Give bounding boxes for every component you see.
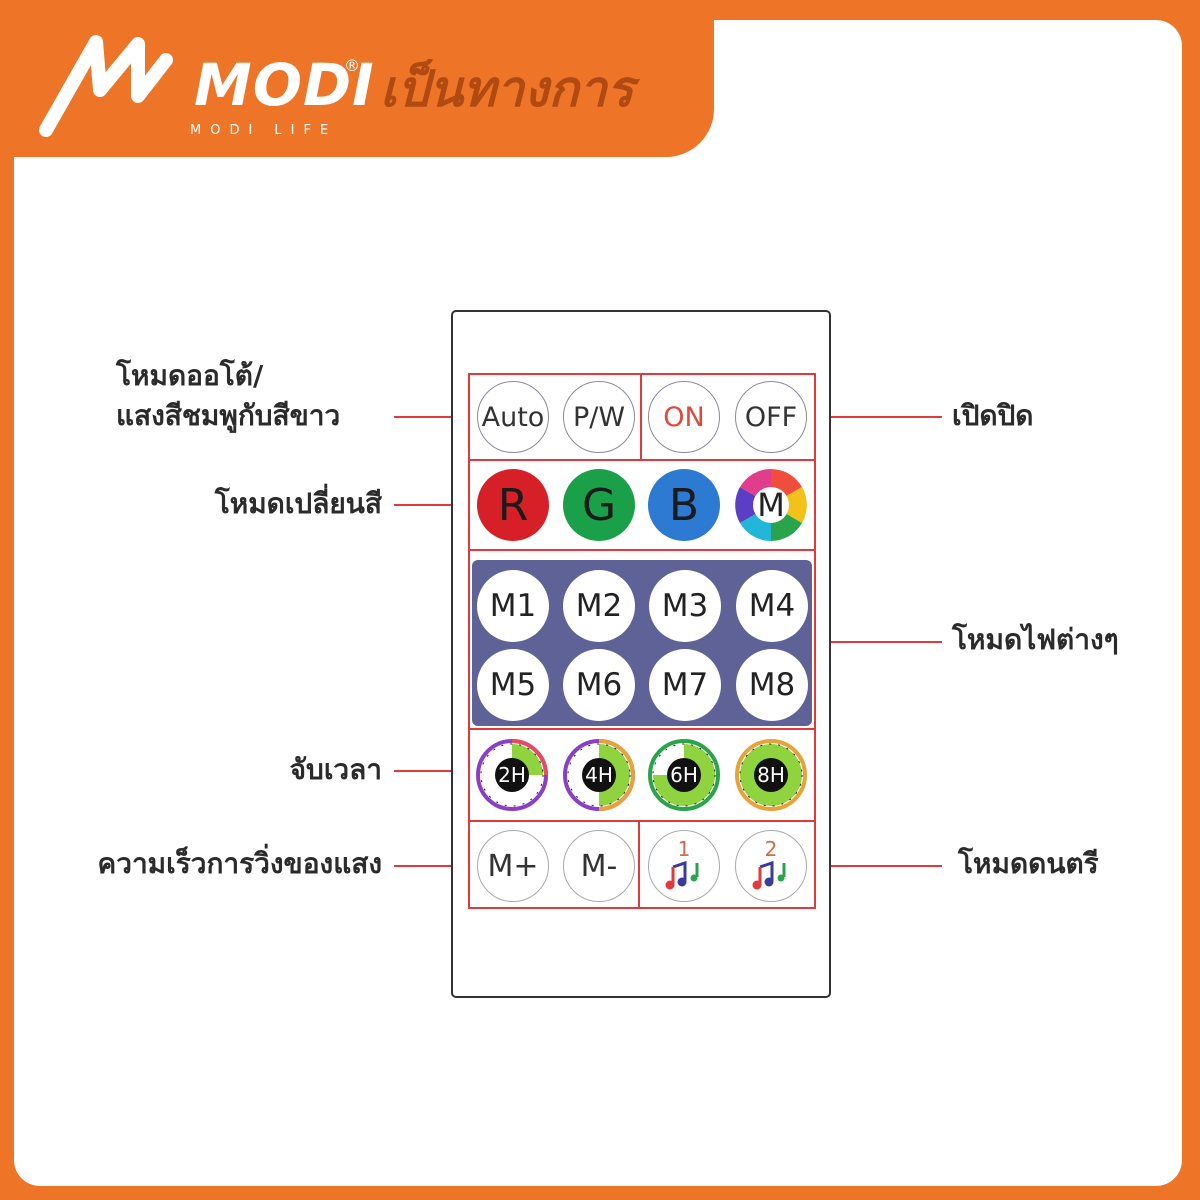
- blue-button[interactable]: B: [648, 469, 720, 541]
- leader-speed: [394, 865, 470, 867]
- modi-logo-icon: [39, 35, 173, 137]
- music-note-icon: [665, 860, 699, 890]
- leader-modes: [814, 641, 942, 643]
- timer-8h-label: 8H: [754, 758, 788, 792]
- mode-m7-button[interactable]: M7: [649, 649, 721, 721]
- music-2-label: 2: [764, 837, 778, 861]
- music-1-label: 1: [677, 837, 691, 861]
- on-button[interactable]: ON: [648, 381, 720, 453]
- speed-up-button[interactable]: M+: [477, 830, 549, 902]
- registered-mark: ®: [344, 56, 360, 75]
- label-light-modes: โหมดไฟต่างๆ: [952, 623, 1119, 656]
- mode-m8-button[interactable]: M8: [736, 649, 808, 721]
- label-color-mode: โหมดเปลี่ยนสี: [214, 487, 382, 520]
- off-button[interactable]: OFF: [735, 381, 807, 453]
- label-power: เปิดปิด: [952, 399, 1034, 432]
- mode-m1-button[interactable]: M1: [477, 570, 549, 642]
- mode-m2-button[interactable]: M2: [563, 570, 635, 642]
- leader-power: [814, 416, 942, 418]
- label-auto-line2: แสงสีชมพูกับสีขาว: [116, 399, 341, 432]
- tagline: เป็นทางการ: [380, 60, 634, 118]
- leader-music: [814, 865, 942, 867]
- leader-timer: [394, 770, 470, 772]
- timer-4h-label: 4H: [582, 758, 616, 792]
- label-auto-line1: โหมดออโต้/: [116, 359, 264, 392]
- music-1-button[interactable]: 1: [648, 830, 720, 902]
- brand-name: MODI: [194, 51, 375, 119]
- label-speed: ความเร็วการวิ่งของแสง: [97, 847, 382, 880]
- pw-button[interactable]: P/W: [563, 381, 635, 453]
- leader-color: [394, 504, 470, 506]
- mode-m6-button[interactable]: M6: [563, 649, 635, 721]
- timer-4h-button[interactable]: 4H: [563, 739, 635, 811]
- auto-button[interactable]: Auto: [477, 381, 549, 453]
- mode-m4-button[interactable]: M4: [736, 570, 808, 642]
- timer-6h-button[interactable]: 6H: [648, 739, 720, 811]
- label-timer: จับเวลา: [289, 753, 382, 786]
- music-2-button[interactable]: 2: [735, 830, 807, 902]
- timer-6h-label: 6H: [667, 758, 701, 792]
- label-music-mode: โหมดดนตรี: [958, 847, 1099, 880]
- timer-2h-button[interactable]: 2H: [476, 739, 548, 811]
- red-button[interactable]: R: [477, 469, 549, 541]
- music-note-icon: [752, 860, 786, 890]
- brand-subtitle: MODI LIFE: [190, 123, 338, 138]
- speed-down-button[interactable]: M-: [563, 830, 635, 902]
- leader-auto: [394, 416, 470, 418]
- green-button[interactable]: G: [563, 469, 635, 541]
- timer-8h-button[interactable]: 8H: [735, 739, 807, 811]
- multicolor-label: M: [757, 486, 785, 524]
- mode-m3-button[interactable]: M3: [649, 570, 721, 642]
- mode-m5-button[interactable]: M5: [477, 649, 549, 721]
- multicolor-button[interactable]: M: [735, 469, 807, 541]
- timer-2h-label: 2H: [495, 758, 529, 792]
- color-wheel-icon: [735, 469, 807, 541]
- header-tab: MODI ® MODI LIFE เป็นทางการ: [14, 20, 714, 157]
